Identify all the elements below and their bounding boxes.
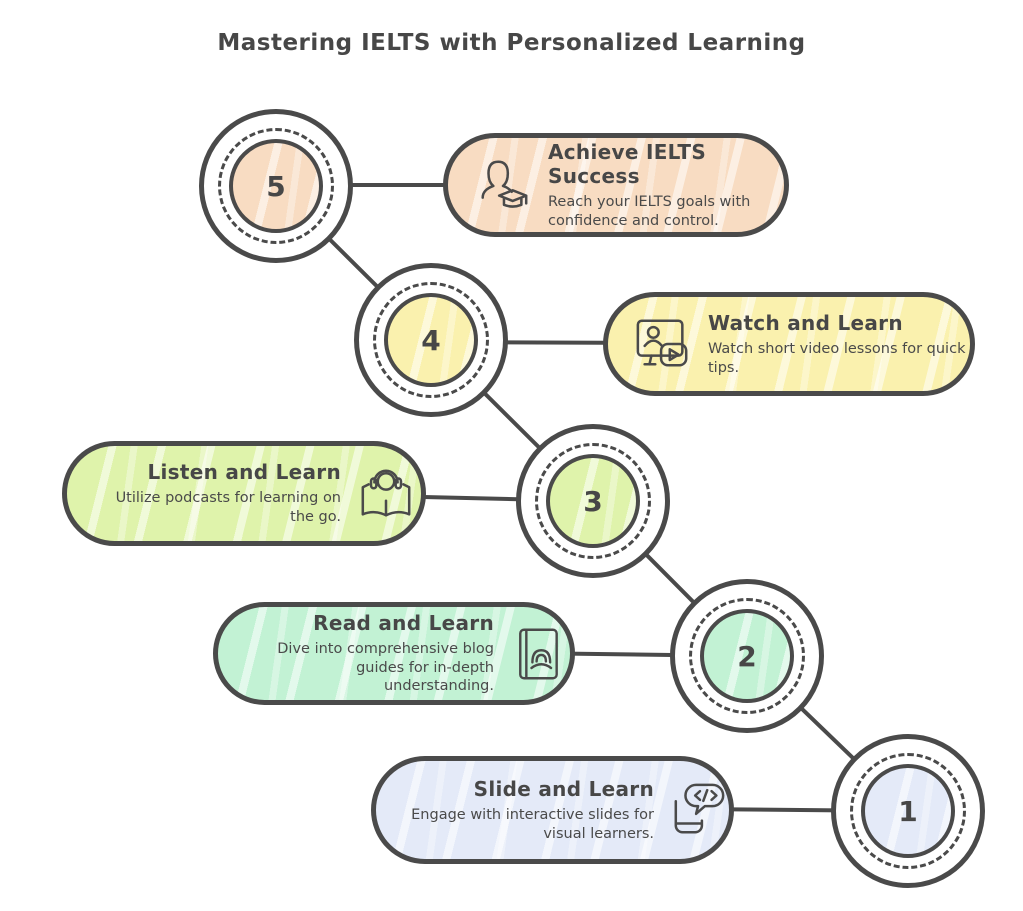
card-description: Reach your IELTS goals with confidence a… (548, 193, 751, 229)
card-title: Achieve IELTS Success (548, 139, 707, 188)
step-card-achieve-ielts-success: Achieve IELTS Success Reach your IELTS g… (443, 133, 789, 237)
step-node-5: 5 (199, 109, 353, 263)
card-description: Utilize podcasts for learning on the go. (115, 490, 341, 525)
step-card-watch-and-learn: Watch and Learn Watch short video lesson… (603, 292, 975, 396)
graduate-icon (481, 160, 528, 208)
headphones-book-icon (361, 469, 411, 517)
step-number: 4 (421, 323, 441, 357)
number-badge: 2 (700, 609, 794, 703)
step-number: 5 (266, 169, 286, 203)
dashed-ring (218, 128, 334, 244)
step-card-slide-and-learn: Slide and Learn Engage with interactive … (371, 756, 734, 864)
step-number: 3 (583, 484, 603, 518)
card-description: Watch short video lessons for quick tips… (708, 340, 966, 376)
number-badge: 4 (384, 293, 478, 387)
card-title: Slide and Learn (473, 776, 654, 801)
blog-book-icon (519, 628, 558, 679)
step-node-2: 2 (670, 579, 824, 733)
dashed-ring (850, 753, 966, 869)
number-badge: 1 (861, 764, 955, 858)
dashed-ring (373, 282, 489, 398)
step-node-4: 4 (354, 263, 508, 417)
card-description: Dive into comprehensive blog guides for … (277, 640, 494, 695)
step-card-listen-and-learn: Listen and Learn Utilize podcasts for le… (62, 441, 426, 546)
card-title: Read and Learn (313, 610, 494, 635)
step-node-3: 3 (516, 424, 670, 578)
number-badge: 5 (229, 139, 323, 233)
step-node-1: 1 (831, 734, 985, 888)
number-badge: 3 (546, 454, 640, 548)
card-title: Listen and Learn (147, 460, 341, 485)
dashed-ring (535, 443, 651, 559)
page-title: Mastering IELTS with Personalized Learni… (217, 30, 806, 56)
code-bubble-icon (674, 783, 725, 834)
card-description: Engage with interactive slides for visua… (411, 806, 654, 842)
dashed-ring (689, 598, 805, 714)
video-lesson-icon (636, 319, 688, 367)
step-number: 1 (898, 794, 918, 828)
step-number: 2 (737, 639, 757, 673)
step-card-read-and-learn: Read and Learn Dive into comprehensive b… (213, 602, 575, 705)
card-title: Watch and Learn (708, 310, 903, 335)
